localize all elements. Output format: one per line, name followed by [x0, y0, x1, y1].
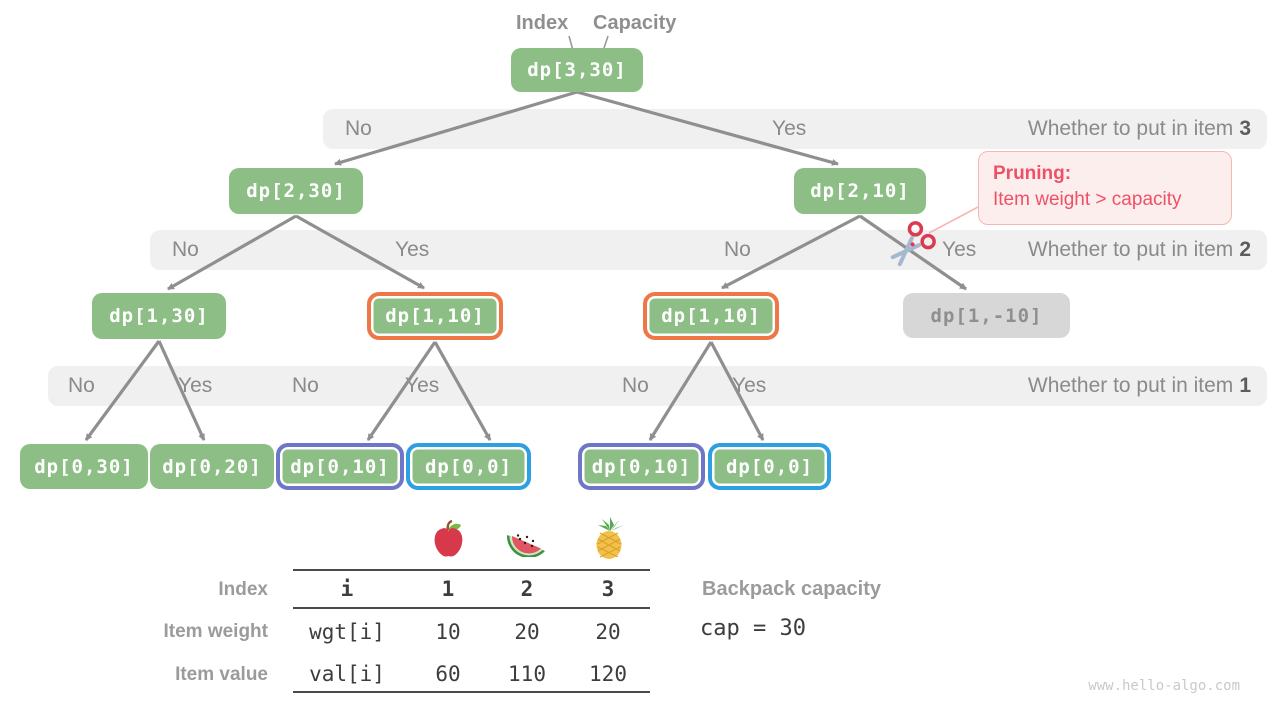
- decision-label: Yes: [772, 117, 807, 140]
- table-cell: 3: [601, 577, 615, 601]
- dp-node-2-30: dp[2,30]: [229, 168, 363, 214]
- decision-label: No: [622, 374, 649, 397]
- decision-label: No: [724, 238, 751, 261]
- table-cell: 2: [520, 577, 534, 601]
- decision-label: Yes: [178, 374, 213, 397]
- dp-node-0-20: dp[0,20]: [150, 444, 274, 489]
- dp-node-1-neg10-pruned: dp[1,-10]: [903, 293, 1070, 338]
- table-cell: wgt[i]: [309, 620, 385, 644]
- dp-node-0-10-b: dp[0,10]: [578, 443, 705, 490]
- decision-label: Yes: [732, 374, 767, 397]
- decision-label: Yes: [942, 238, 977, 261]
- table-row-label: Item weight: [163, 621, 268, 642]
- table-cell: 110: [508, 662, 546, 686]
- pruning-title: Pruning:: [993, 163, 1072, 184]
- backpack-capacity-value: cap = 30: [700, 616, 806, 641]
- dp-node-0-10-a: dp[0,10]: [276, 443, 404, 490]
- dp-node-0-0-b: dp[0,0]: [708, 443, 831, 490]
- pineapple-icon: [596, 517, 624, 559]
- table-cell: 20: [595, 620, 621, 644]
- decision-label: No: [292, 374, 319, 397]
- table-rule-bottom: [293, 691, 650, 693]
- table-cell: 20: [514, 620, 540, 644]
- watermelon-icon: [506, 534, 545, 557]
- table-cell: 60: [435, 662, 461, 686]
- watermark: www.hello-algo.com: [1088, 678, 1240, 694]
- dp-node-1-10-a: dp[1,10]: [367, 292, 503, 340]
- table-rule-mid: [293, 607, 650, 609]
- table-cell: i: [340, 577, 354, 601]
- table-cell: val[i]: [309, 662, 385, 686]
- decision-label: No: [345, 117, 372, 140]
- pruning-body: Item weight > capacity: [993, 189, 1182, 210]
- decision-label: Yes: [395, 238, 430, 261]
- dp-node-1-10-b: dp[1,10]: [643, 292, 779, 340]
- table-row-label: Item value: [175, 664, 268, 685]
- dp-node-1-30: dp[1,30]: [92, 293, 226, 339]
- table-cell: 10: [435, 620, 461, 644]
- capacity-pointer-label: Capacity: [593, 12, 677, 34]
- backpack-capacity-label: Backpack capacity: [702, 578, 882, 600]
- dp-node-2-10: dp[2,10]: [794, 168, 926, 214]
- dp-node-0-30: dp[0,30]: [20, 444, 148, 489]
- pruning-leader-line: [928, 205, 981, 234]
- table-rule-top: [293, 569, 650, 571]
- decision-band-item-1: No Yes No Yes No Yes Whether to put in i…: [48, 366, 1267, 406]
- apple-icon: [434, 520, 463, 557]
- table-cell: 120: [589, 662, 627, 686]
- table-row-label: Index: [218, 579, 268, 600]
- dp-node-3-30: dp[3,30]: [511, 48, 643, 92]
- pruning-callout: Pruning: Item weight > capacity: [978, 151, 1232, 225]
- decision-label: Yes: [405, 374, 440, 397]
- decision-label: No: [172, 238, 199, 261]
- dp-node-0-0-a: dp[0,0]: [406, 443, 531, 490]
- index-pointer-label: Index: [516, 12, 569, 34]
- decision-label: No: [68, 374, 95, 397]
- table-cell: 1: [441, 577, 455, 601]
